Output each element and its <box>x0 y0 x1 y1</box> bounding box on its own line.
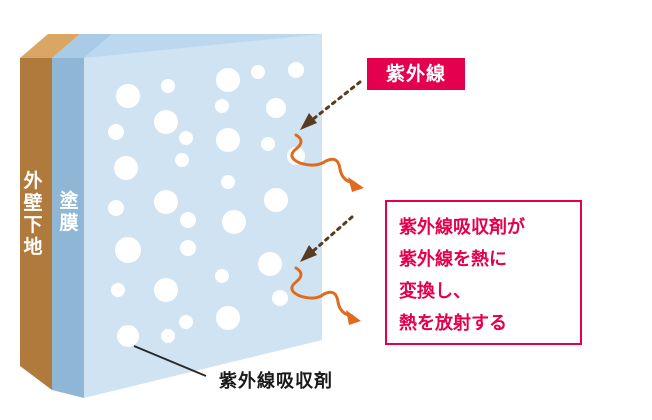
absorber-particle <box>215 269 229 283</box>
arrowhead-icon <box>300 245 317 262</box>
absorber-particle <box>154 190 178 214</box>
coating-film-side <box>52 58 84 398</box>
absorber-particle <box>161 79 175 93</box>
absorber-particle <box>108 200 124 216</box>
absorber-particle <box>221 175 235 189</box>
effect-line-3: 変換し、 <box>399 281 471 302</box>
absorber-particle <box>266 98 286 118</box>
arrowhead-icon <box>346 310 361 325</box>
absorber-particle <box>179 131 193 145</box>
coating-film-label: 塗膜 <box>59 190 79 234</box>
wavy-arrow-icon <box>290 133 356 185</box>
absorber-particle <box>261 137 275 151</box>
absorber-particle <box>180 240 196 256</box>
coating-block-front <box>84 34 322 398</box>
arrowhead-icon <box>348 177 364 192</box>
absorber-particle <box>272 290 288 306</box>
absorber-particle <box>258 252 282 276</box>
absorber-label: 紫外線吸収剤 <box>219 371 333 392</box>
absorber-particle <box>287 147 305 165</box>
base-wall-top <box>20 34 80 58</box>
absorber-particle <box>222 210 246 234</box>
absorber-particle <box>154 110 178 134</box>
wavy-arrow-icon <box>290 266 354 318</box>
effect-line-1: 紫外線吸収剤が <box>399 217 525 238</box>
absorber-particle <box>117 325 139 347</box>
absorber-particle <box>116 84 140 108</box>
arrowhead-icon <box>300 113 317 130</box>
absorber-particle <box>288 62 304 78</box>
absorber-leader-line <box>133 345 207 377</box>
coating-film-top <box>52 34 112 58</box>
absorber-particle <box>154 278 178 302</box>
absorber-particle <box>108 124 124 140</box>
effect-line-4: 熱を放射する <box>399 313 507 334</box>
absorber-particle <box>215 99 229 113</box>
dotted-arrow-icon <box>310 215 354 254</box>
absorber-particles <box>108 62 305 347</box>
effect-line-2: 紫外線を熱に <box>399 249 507 270</box>
absorber-particle <box>115 237 141 263</box>
absorber-particle <box>264 188 288 212</box>
absorber-particle <box>216 68 240 92</box>
absorber-particle <box>114 156 138 180</box>
absorber-particle <box>180 212 196 228</box>
base-wall-label: 外壁下地 <box>23 170 43 258</box>
effect-description-box: 紫外線吸収剤が 紫外線を熱に 変換し、 熱を放射する <box>385 200 582 345</box>
dotted-arrow-icon <box>310 80 362 122</box>
absorber-particle <box>216 306 240 330</box>
uv-badge: 紫外線 <box>367 58 465 90</box>
absorber-particle <box>216 128 240 152</box>
absorber-particle <box>161 329 175 343</box>
absorber-particle <box>251 65 265 79</box>
base-wall-front <box>20 58 52 390</box>
absorber-particle <box>175 153 189 167</box>
absorber-particle <box>111 283 125 297</box>
absorber-particle <box>179 315 193 329</box>
